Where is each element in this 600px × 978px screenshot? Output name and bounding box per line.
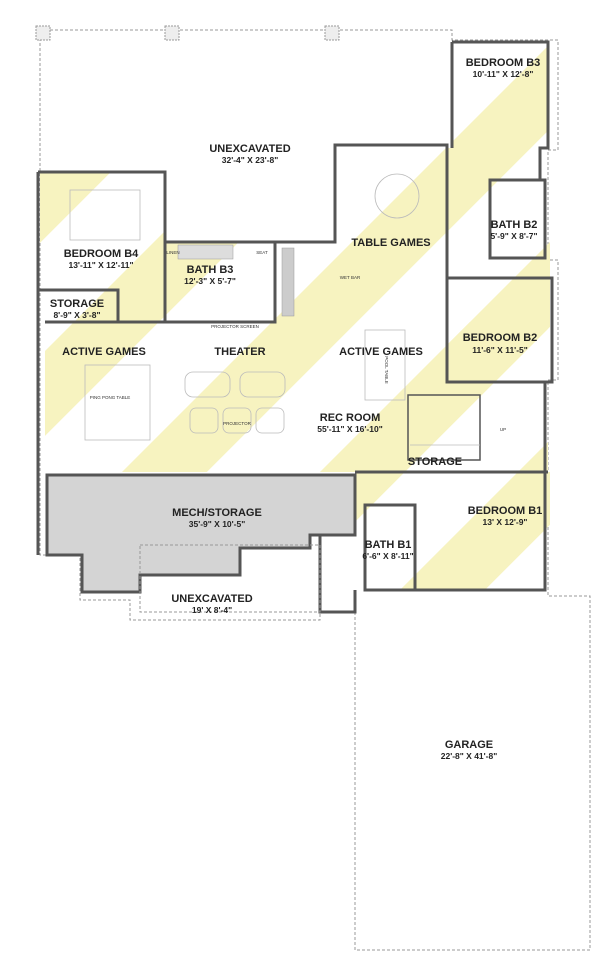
room-dims: 35'-9" X 10'-5" [189, 519, 246, 529]
room-dims: 8'-9" X 3'-8" [53, 310, 100, 320]
room-name: REC ROOM [320, 412, 381, 424]
room-name: BEDROOM B3 [466, 57, 541, 69]
room-dims: 13' X 12'-9" [483, 517, 528, 527]
room-dims: 22'-8" X 41'-8" [441, 751, 498, 761]
room-name: ACTIVE GAMES [62, 346, 146, 358]
finished-areas [40, 42, 550, 590]
room-name: UNEXCAVATED [209, 143, 290, 155]
room-name: ACTIVE GAMES [339, 346, 423, 358]
room-name: BATH B3 [187, 264, 234, 276]
room-name: BEDROOM B1 [468, 505, 543, 517]
room-dims: 11'-6" X 11'-5" [472, 345, 528, 355]
mech-storage-area [45, 473, 357, 594]
room-dims: 55'-11" X 16'-10" [317, 424, 383, 434]
room-dims: 19' X 8'-4" [192, 605, 232, 615]
room-name: BATH B2 [491, 219, 538, 231]
walls [36, 40, 554, 614]
projector-screen-label: PROJECTOR SCREEN [211, 324, 259, 329]
linen-label: LINEN [166, 250, 179, 255]
room-name: BEDROOM B4 [64, 248, 139, 260]
room-name: UNEXCAVATED [171, 593, 252, 605]
room-dims: 6'-6" X 8'-11" [362, 551, 413, 561]
room-name: GARAGE [445, 739, 493, 751]
room-dims: 12'-3" X 5'-7" [184, 276, 236, 286]
room-dims: 5'-9" X 8'-7" [490, 231, 537, 241]
room-name: BEDROOM B2 [463, 332, 538, 344]
room-labels: UNEXCAVATED 32'-4" X 23'-8" BEDROOM B3 1… [50, 57, 542, 761]
room-name: STORAGE [408, 456, 462, 468]
foundation-outline [35, 25, 591, 951]
projector-label: PROJECTOR [223, 421, 251, 426]
seat-label: SEAT [256, 250, 268, 255]
room-dims: 10'-11" X 12'-8" [473, 69, 534, 79]
wet-bar-label: WET BAR [340, 275, 361, 280]
ping-pong-label: PING PONG TABLE [90, 395, 131, 400]
room-name: THEATER [214, 346, 265, 358]
room-name: STORAGE [50, 298, 104, 310]
room-dims: 32'-4" X 23'-8" [222, 155, 279, 165]
room-name: BATH B1 [365, 539, 412, 551]
up-label: UP [500, 427, 506, 432]
room-name: TABLE GAMES [351, 237, 430, 249]
room-dims: 13'-11" X 12'-11" [68, 260, 133, 270]
pool-table-label: POOL TABLE [384, 356, 389, 383]
furniture [69, 173, 480, 446]
room-name: MECH/STORAGE [172, 507, 262, 519]
